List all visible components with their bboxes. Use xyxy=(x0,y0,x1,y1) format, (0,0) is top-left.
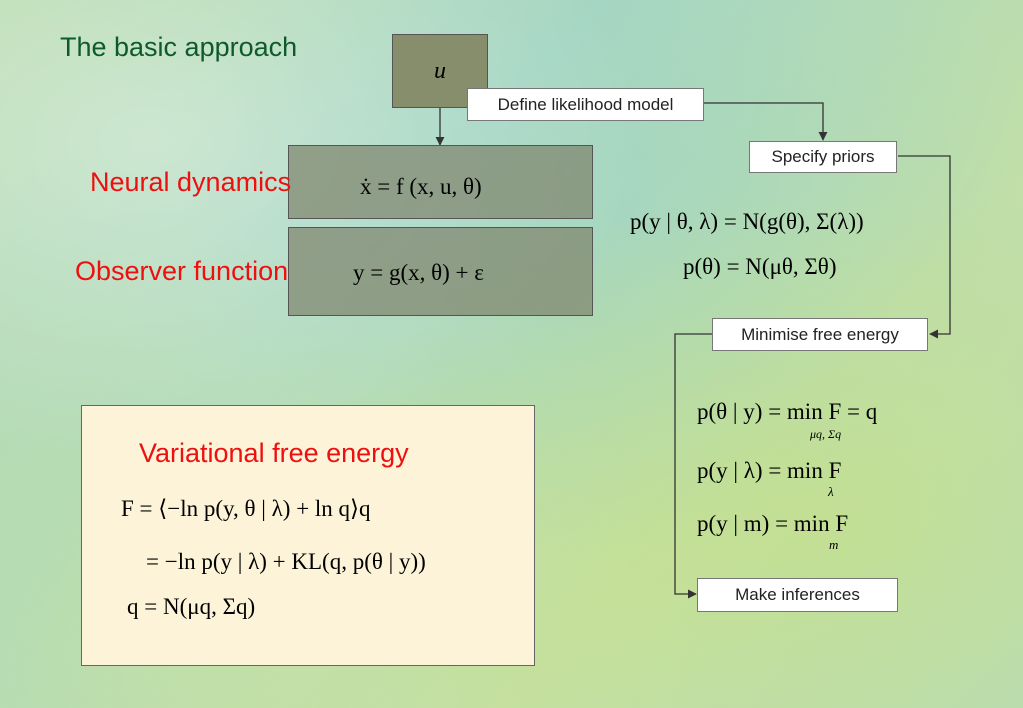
arrow-minimise-to-inferences xyxy=(674,333,712,599)
arrow-likelihood-to-priors xyxy=(704,102,828,141)
posterior-equation-text: p(θ | y) = min F = q xyxy=(697,399,878,424)
neural-dynamics-label: Neural dynamics xyxy=(90,167,292,197)
hyper-min-subscript: λ xyxy=(828,484,834,499)
free-energy-equation-3: q = N(μq, Σq) xyxy=(127,594,256,619)
minimise-free-energy-node: Minimise free energy xyxy=(712,318,928,351)
define-likelihood-label: Define likelihood model xyxy=(497,94,674,114)
make-inferences-label: Make inferences xyxy=(735,585,860,604)
observer-function-box xyxy=(288,227,593,316)
define-likelihood-node: Define likelihood model xyxy=(467,88,704,121)
neural-dynamics-box xyxy=(288,145,593,219)
posterior-min-subscript: μq, Σq xyxy=(810,427,842,441)
free-energy-equation-2: = −ln p(y | λ) + KL(q, p(θ | y)) xyxy=(146,549,426,574)
prior-equation: p(θ) = N(μθ, Σθ) xyxy=(683,254,837,279)
minimise-free-energy-label: Minimise free energy xyxy=(741,324,899,344)
model-evidence-equation: p(y | m) = min F xyxy=(697,511,849,536)
variational-free-energy-label: Variational free energy xyxy=(139,438,409,468)
specify-priors-node: Specify priors xyxy=(749,141,897,173)
observer-function-label: Observer function xyxy=(75,256,289,286)
neural-dynamics-equation: ẋ = f (x, u, θ) xyxy=(360,174,482,199)
observer-equation: y = g(x, θ) + ε xyxy=(353,260,484,285)
make-inferences-node: Make inferences xyxy=(697,578,898,612)
arrow-priors-to-minimise xyxy=(898,155,951,339)
model-min-subscript: m xyxy=(829,537,839,552)
free-energy-panel xyxy=(81,405,535,666)
posterior-equation: p(θ | y) = min F = q xyxy=(697,399,877,425)
hyper-equation: p(y | λ) = min F xyxy=(697,458,842,483)
free-energy-equation-1: F = ⟨−ln p(y, θ | λ) + ln q⟩q xyxy=(121,496,371,521)
likelihood-equation: p(y | θ, λ) = N(g(θ), Σ(λ)) xyxy=(630,209,864,234)
slide-title: The basic approach xyxy=(60,32,298,62)
specify-priors-label: Specify priors xyxy=(771,147,875,166)
input-node-label: u xyxy=(434,57,446,84)
